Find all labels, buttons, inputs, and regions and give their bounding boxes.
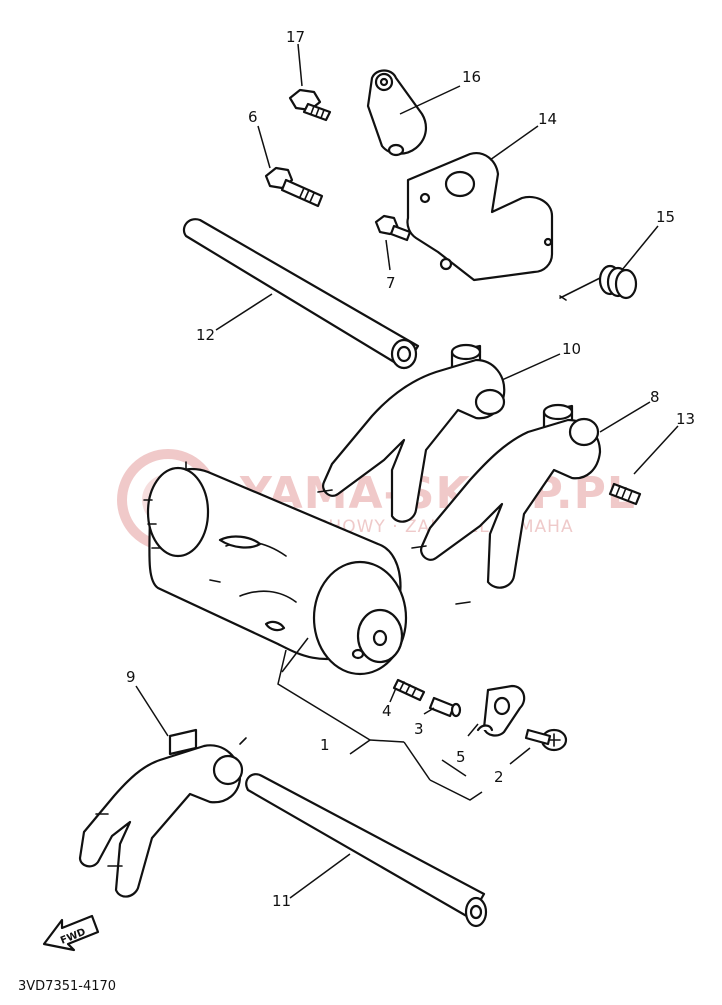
part-2-screw [524, 728, 568, 752]
part-13-pin [608, 482, 642, 506]
part-4-spring [392, 678, 426, 702]
part-10-shift-fork [317, 343, 506, 549]
part-12-shaft [182, 218, 420, 370]
part-6-bolt [264, 166, 324, 208]
label-15: 15 [656, 208, 675, 226]
part-8-shift-fork [411, 403, 602, 605]
label-3: 3 [414, 720, 424, 738]
label-6: 6 [248, 108, 258, 126]
fwd-arrow-icon: FWD [42, 914, 100, 952]
label-14: 14 [538, 110, 557, 128]
part-9-shift-fork [78, 728, 247, 898]
label-4: 4 [382, 702, 392, 720]
label-7: 7 [386, 274, 396, 292]
label-11: 11 [272, 892, 291, 910]
label-12: 12 [196, 326, 215, 344]
label-10: 10 [562, 340, 581, 358]
part-11-shaft [245, 773, 488, 928]
part-numbers: 17 16 6 14 15 7 12 10 8 13 9 4 3 1 5 2 1… [126, 28, 695, 910]
leader-lines [135, 43, 679, 899]
part-7-bolt [374, 214, 412, 242]
label-8: 8 [650, 388, 660, 406]
label-2: 2 [494, 768, 504, 786]
part-15-spring [559, 264, 638, 301]
part-3-pin [428, 696, 462, 718]
part-5-plate [476, 684, 526, 737]
label-9: 9 [126, 668, 136, 686]
label-17: 17 [286, 28, 305, 46]
diagram-code: 3VD7351-4170 [18, 979, 116, 994]
part-14-bracket [406, 152, 554, 282]
label-16: 16 [462, 68, 481, 86]
label-13: 13 [676, 410, 695, 428]
part-16-shift-arm [366, 69, 428, 157]
label-1: 1 [320, 736, 330, 754]
label-5: 5 [456, 748, 466, 766]
part-1-shift-drum [143, 461, 408, 676]
part-17-flange-bolt [288, 88, 332, 122]
